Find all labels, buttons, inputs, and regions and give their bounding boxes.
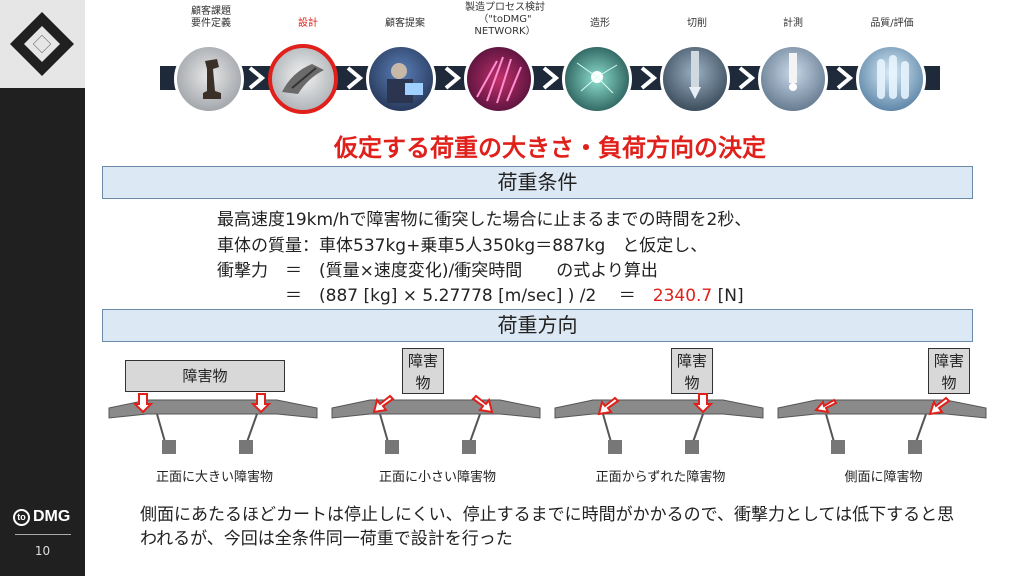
step-label-cutting: 切削 [687,18,707,29]
diagram-side: 障害物 側面に障害物 [776,348,991,488]
calc-line-4: ＝ (887 [kg] × 5.27778 [m/sec] ) /2 ＝ 234… [217,281,744,306]
step-proposal-image[interactable] [366,44,436,114]
arrow-diagonal-icon [471,394,494,414]
diagram-caption: 側面に障害物 [844,470,923,485]
chevron-right-icon [246,66,266,90]
obstacle-box: 障害物 [671,348,713,394]
obstacle-box: 障害物 [928,348,970,394]
obstacle-box: 障害物 [125,360,285,392]
calc-line-1: 最高速度19km/hで障害物に衝突した場合に止まるまでの時間を2秒、 [217,210,752,230]
slide-title: 仮定する荷重の大きさ・負荷方向の決定 [334,134,766,162]
arrow-down-icon [692,393,714,414]
diagram-small-frontal: 障害物 正面に小さい障害物 [330,348,545,488]
step-forming-image[interactable] [562,44,632,114]
logo-area [0,0,85,88]
process-steps: 顧客課題要件定義 設計 顧客提案 製造プロセス検討（"toDMG"NETWORK… [150,0,950,125]
todmg-logo-prefix: to [13,508,30,526]
diagram-caption: 正面からずれた障害物 [595,470,726,485]
company-logo-icon [10,12,74,76]
diagram-offset: 障害物 正面からずれた障害物 [553,348,768,488]
step-label-forming: 造形 [590,18,610,29]
step-label-requirements: 顧客課題要件定義 [191,6,231,29]
step-label-measurement: 計測 [783,18,803,29]
step-cutting-image[interactable] [660,44,730,114]
diagram-caption: 正面に小さい障害物 [378,470,496,485]
step-design-image[interactable] [268,44,338,114]
step-process-study-image[interactable] [464,44,534,114]
calc-formula: ＝ (887 [kg] × 5.27778 [m/sec] ) /2 ＝ [217,286,653,306]
arrow-diagonal-icon [372,394,395,414]
divider [15,534,71,535]
arrow-down-icon [250,393,272,414]
arrow-diagonal-icon [928,396,951,416]
load-direction-header: 荷重方向 [102,309,973,342]
kart-frame-diagram [554,393,764,454]
step-measurement-image[interactable] [758,44,828,114]
sidebar: to DMG 10 [0,0,85,576]
kart-frame-diagram [777,396,987,454]
obstacle-box: 障害物 [402,348,444,394]
chevron-right-icon [736,66,756,90]
step-label-proposal: 顧客提案 [385,18,425,29]
todmg-logo: to DMG [13,506,75,528]
chevron-right-icon [442,66,462,90]
calc-result-unit: [N] [712,286,744,306]
calc-line-2: 車体の質量：車体537kg+乗車5人350kg＝887kg と仮定し、 [217,236,708,256]
chevron-right-icon [638,66,658,90]
kart-frame-diagram [108,393,318,454]
load-conditions-header: 荷重条件 [102,166,973,199]
diagram-caption: 正面に大きい障害物 [155,470,273,485]
chevron-right-icon [834,66,854,90]
step-quality-image[interactable] [856,44,926,114]
step-requirements-image[interactable] [174,44,244,114]
design-note: 側面にあたるほどカートは停止しにくい、停止するまでに時間がかかるので、衝撃力とし… [140,505,955,549]
calc-line-3: 衝撃力 ＝ (質量×速度変化)/衝突時間 の式より算出 [217,261,658,281]
arrow-down-icon [132,393,154,414]
step-label-design: 設計 [298,18,318,29]
arrow-diagonal-icon [814,398,838,414]
calc-result-value: 2340.7 [652,286,713,306]
step-label-process-study: 製造プロセス検討（"toDMG"NETWORK） [465,2,545,37]
page-number: 10 [34,544,51,558]
step-label-quality: 品質/評価 [870,18,914,29]
chevron-right-icon [344,66,364,90]
arrow-diagonal-icon [597,396,620,416]
kart-frame-diagram [331,394,541,454]
chevron-right-icon [540,66,560,90]
diagram-large-frontal: 障害物 正面に大きい障害物 [107,348,322,488]
todmg-logo-text: DMG [33,508,71,525]
